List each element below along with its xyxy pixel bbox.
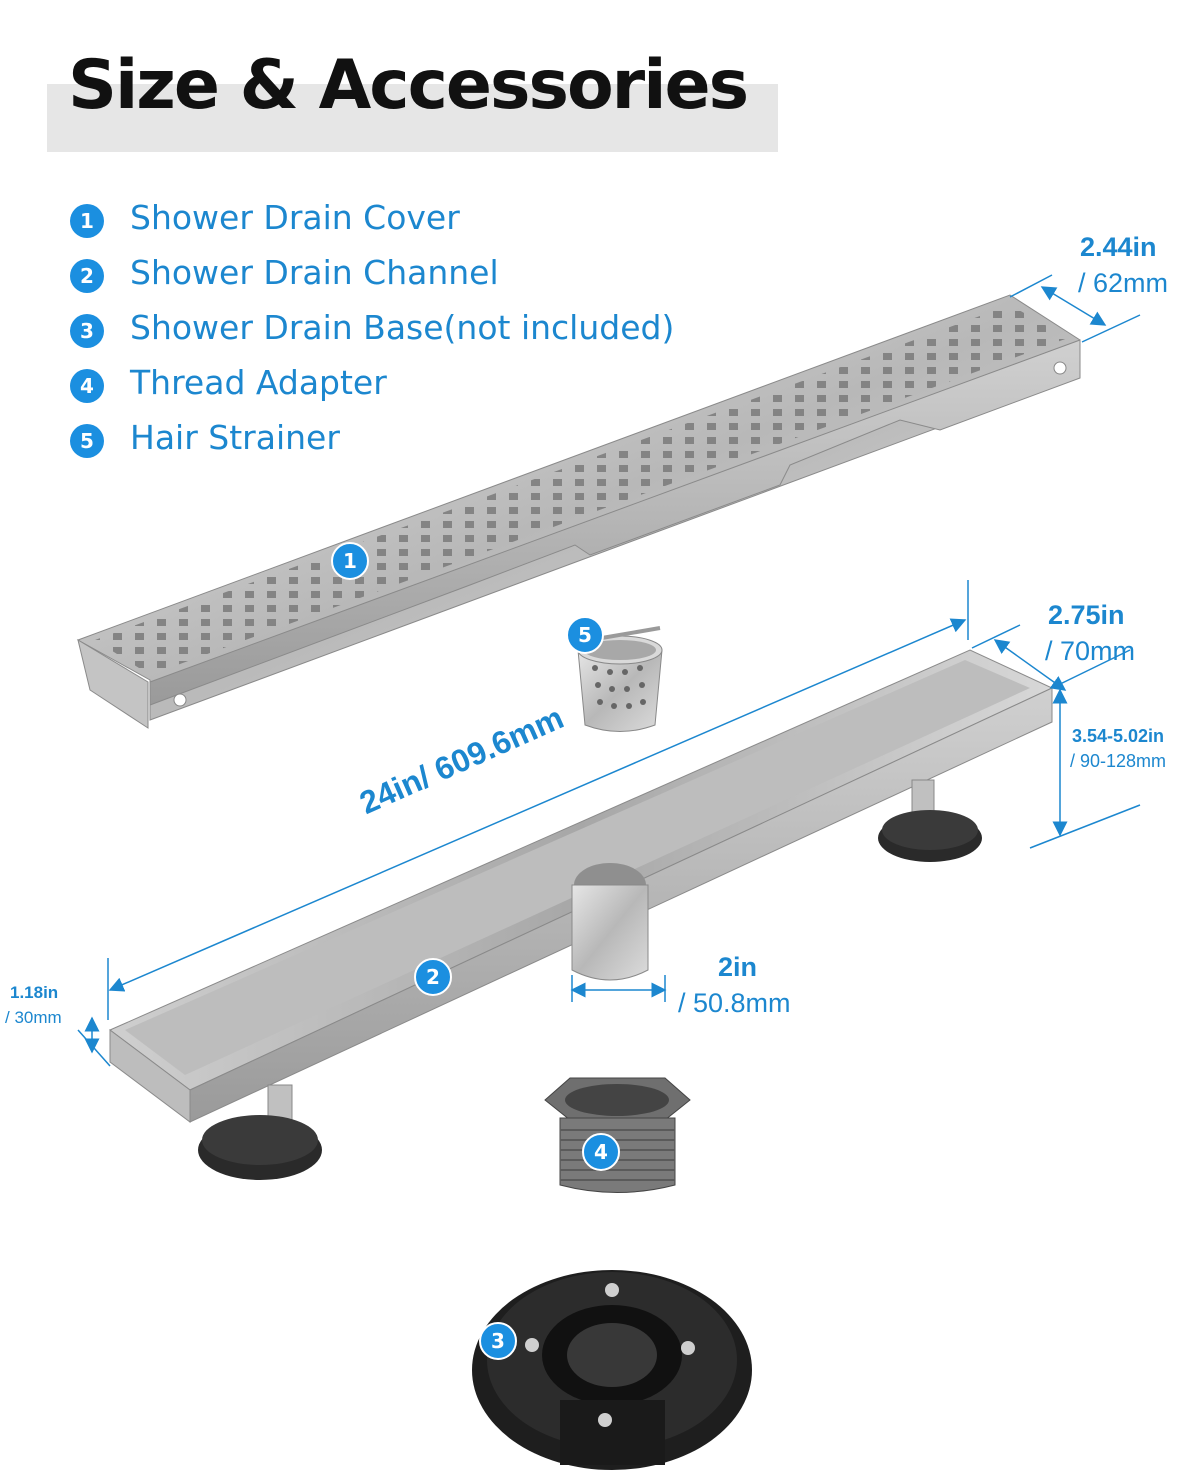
drain-cover-illustration xyxy=(76,294,1081,729)
height-range-mm: / 90-128mm xyxy=(1070,751,1167,771)
dimension-lines xyxy=(77,274,1141,1067)
outlet-mm: / 50.8mm xyxy=(678,988,791,1018)
marker-strainer: 5 xyxy=(566,616,604,654)
cover-width-in: 2.44in xyxy=(1080,232,1157,262)
number-badge: 2 xyxy=(70,259,104,293)
marker-base: 3 xyxy=(479,1322,517,1360)
depth-in: 1.18in xyxy=(10,983,59,1002)
channel-width-mm: / 70mm xyxy=(1045,636,1136,666)
channel-width-in: 2.75in xyxy=(1048,600,1125,630)
thread-adapter-illustration xyxy=(544,1077,691,1193)
marker-channel: 2 xyxy=(414,958,452,996)
legend-label: Shower Drain Channel xyxy=(130,253,499,292)
outlet-in: 2in xyxy=(718,952,758,982)
depth-mm: / 30mm xyxy=(5,1008,62,1027)
legend-label: Hair Strainer xyxy=(130,418,340,457)
cover-width-mm: / 62mm xyxy=(1078,268,1169,298)
legend-label: Shower Drain Cover xyxy=(130,198,460,237)
number-badge: 1 xyxy=(70,204,104,238)
title-band xyxy=(47,84,778,152)
legend-label: Shower Drain Base(not included) xyxy=(130,308,675,347)
marker-adapter: 4 xyxy=(582,1133,620,1171)
number-badge: 4 xyxy=(70,369,104,403)
legend-label: Thread Adapter xyxy=(130,363,387,402)
marker-cover: 1 xyxy=(331,542,369,580)
drain-base-illustration xyxy=(472,1270,752,1470)
height-range-in: 3.54-5.02in xyxy=(1072,726,1165,746)
page-title: Size & Accessories xyxy=(68,46,749,125)
number-badge: 5 xyxy=(70,424,104,458)
number-badge: 3 xyxy=(70,314,104,348)
